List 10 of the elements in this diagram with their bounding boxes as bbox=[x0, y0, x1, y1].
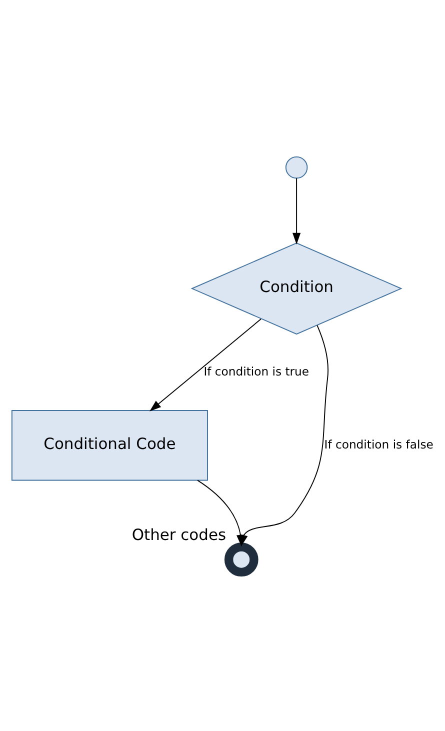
arrow bbox=[197, 480, 245, 547]
arrow bbox=[150, 318, 262, 412]
node-circle bbox=[224, 542, 258, 577]
edge-label: If condition is true bbox=[204, 364, 310, 378]
node-diamond: Condition bbox=[190, 242, 402, 335]
edge-label: If condition is false bbox=[324, 437, 434, 452]
node-circle bbox=[285, 156, 308, 179]
node-box: Conditional Code bbox=[11, 410, 208, 481]
arrow bbox=[292, 178, 301, 244]
node-label: Other codes bbox=[132, 526, 226, 544]
